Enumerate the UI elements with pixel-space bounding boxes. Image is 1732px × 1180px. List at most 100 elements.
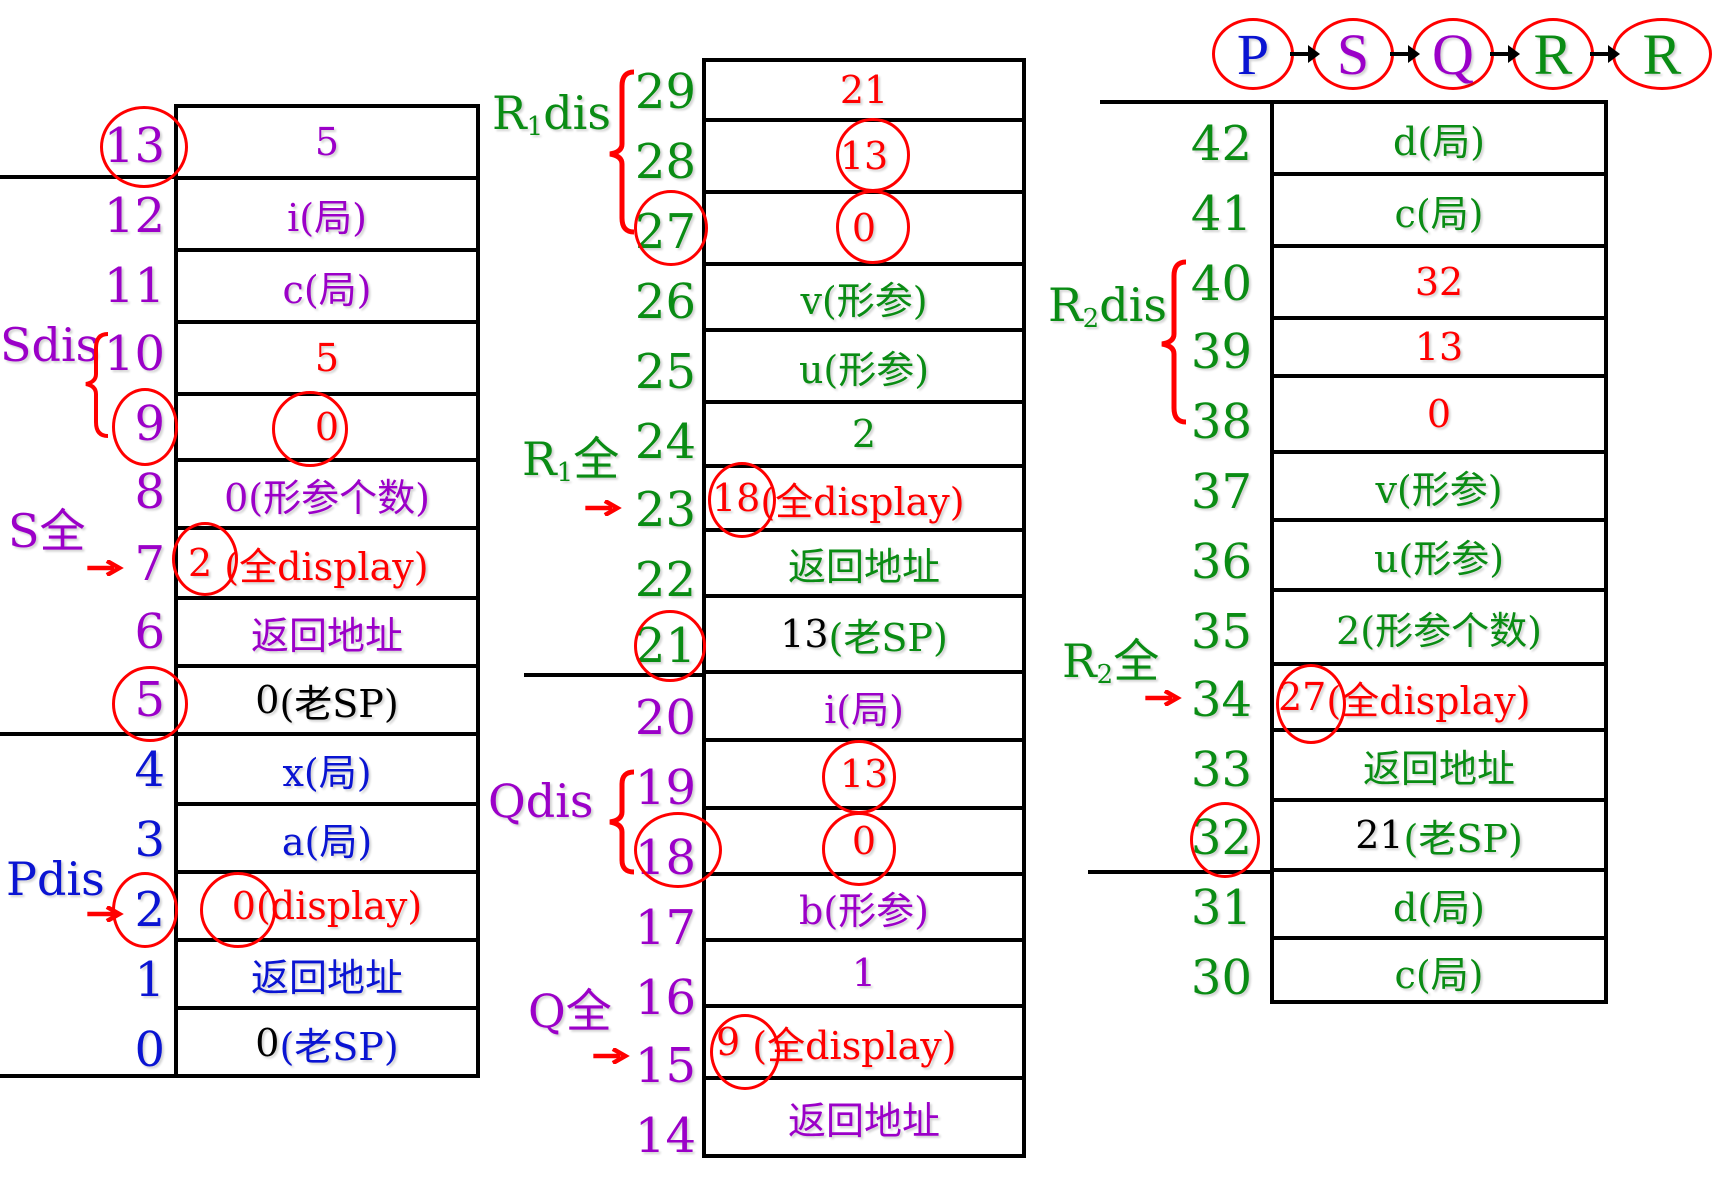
stack-cell: 返回地址 [706, 532, 1022, 598]
chain-node-r1: R [1512, 18, 1594, 90]
address-label: 9 [134, 396, 165, 452]
address-label: 42 [1190, 116, 1252, 172]
address-label: 18 [634, 830, 696, 886]
address-label: 3 [134, 812, 165, 868]
brace-icon [609, 69, 635, 235]
stack-right: d(局) c(局) 32 13 0 v(形参) u(形参) 2(形参个数) 27… [1270, 100, 1608, 1004]
stack-cell: 2 [706, 404, 1022, 468]
address-label: 16 [634, 970, 696, 1026]
pointer-arrow-icon [87, 560, 124, 576]
stack-cell: 0 [178, 396, 476, 462]
label-main: R [492, 86, 527, 140]
stack-cell: c(局) [1394, 952, 1484, 997]
address-label: 2 [134, 882, 165, 938]
label-tail: 全 [573, 432, 620, 486]
brace-icon [85, 332, 109, 438]
cell-note: (老SP) [279, 681, 399, 726]
cell-note: (老SP) [279, 1024, 399, 1069]
pointer-arrow-icon [87, 906, 124, 922]
stack-cell: u(形参) [706, 332, 1022, 404]
cell-value: 0 [255, 678, 280, 722]
sdis-label: Sdis [0, 318, 100, 372]
stack-cell: 0 [706, 194, 1022, 266]
address-label: 39 [1190, 324, 1252, 380]
stack-cell: 27(全display) [1274, 666, 1604, 732]
stack-cell: c(局) [178, 252, 476, 324]
stack-cell: 13 [706, 742, 1022, 810]
cell-value: 0 [255, 1021, 280, 1065]
stack-cell: u(形参) [1274, 522, 1604, 592]
address-label: 10 [103, 326, 165, 382]
address-label: 15 [634, 1038, 696, 1094]
brace-icon [1161, 259, 1187, 425]
address-label: 20 [634, 690, 696, 746]
stack-bottom-line [0, 1074, 178, 1078]
label-tail: dis [1099, 278, 1167, 332]
address-label: 11 [103, 258, 165, 314]
stack-cell: 1 [706, 942, 1022, 1008]
label-main: R [1062, 634, 1097, 688]
q-global-label: Q全 [528, 984, 612, 1038]
address-label: 1 [134, 952, 165, 1008]
address-label: 19 [634, 760, 696, 816]
cell-value: 21 [1355, 813, 1404, 857]
stack-cell: 13(老SP) [706, 598, 1022, 674]
stack-cell: 0(老SP) [178, 668, 476, 736]
pointer-arrow-icon [593, 1048, 630, 1064]
address-label: 17 [634, 900, 696, 956]
address-label: 34 [1190, 672, 1252, 728]
r2-global-label: R2全 [1062, 638, 1159, 688]
chain-node-s: S [1312, 18, 1394, 90]
address-label: 5 [134, 672, 165, 728]
chain-arrow-icon [1490, 45, 1520, 63]
address-label: 21 [634, 618, 696, 674]
stack-cell: 返回地址 [178, 942, 476, 1010]
stack-middle: 21 13 0 v(形参) u(形参) 2 18(全display) 返回地址 … [702, 58, 1026, 1158]
cell-note: (老SP) [1403, 816, 1523, 861]
address-label: 37 [1190, 464, 1252, 520]
r1-global-label: R1全 [522, 436, 619, 486]
chain-arrow-icon [1290, 45, 1320, 63]
address-label: 0 [134, 1022, 165, 1078]
stack-cell: 0(老SP) [178, 1010, 476, 1076]
address-label: 6 [134, 604, 165, 660]
r2dis-label: R2dis [1048, 282, 1167, 332]
label-main: R [522, 432, 557, 486]
address-label: 25 [634, 344, 696, 400]
stack-cell: d(局) [1274, 872, 1604, 940]
stack-cell: 2(形参个数) [1274, 592, 1604, 666]
cell-value: 18 [712, 476, 761, 520]
stack-cell: 0 [706, 810, 1022, 876]
stack-cell: 5 [178, 108, 476, 180]
frame-divider [0, 732, 178, 736]
label-tail: 全 [1113, 634, 1160, 688]
stack-cell: 21 [706, 62, 1022, 122]
stack-cell: v(形参) [1274, 454, 1604, 522]
address-label: 33 [1190, 742, 1252, 798]
address-label: 29 [634, 64, 696, 120]
cell-note: (全display) [752, 1023, 957, 1068]
address-label: 14 [634, 1108, 696, 1164]
stack-cell: c(局) [1274, 176, 1604, 248]
label-subscript: 2 [1096, 660, 1114, 690]
brace-icon [609, 769, 635, 875]
chain-arrow-icon [1390, 45, 1420, 63]
stack-cell: 18(全display) [706, 468, 1022, 532]
stack-cell: 0 [1274, 378, 1604, 454]
cell-note: (display) [255, 884, 423, 928]
pointer-arrow-icon [585, 500, 622, 516]
label-subscript: 2 [1082, 304, 1100, 334]
stack-cell: 2 (全display) [178, 530, 476, 600]
cell-value: 0 [231, 884, 256, 928]
address-label: 32 [1190, 810, 1252, 866]
stack-cell: 21(老SP) [1274, 802, 1604, 872]
label-main: R [1048, 278, 1083, 332]
pointer-arrow-icon [1145, 690, 1182, 706]
address-label: 23 [634, 482, 696, 538]
address-label: 28 [634, 134, 696, 190]
stack-cell: 返回地址 [1274, 732, 1604, 802]
address-label: 22 [634, 552, 696, 608]
cell-note: (全display) [224, 544, 429, 589]
address-label: 40 [1190, 256, 1252, 312]
stack-cell: 5 [178, 324, 476, 396]
